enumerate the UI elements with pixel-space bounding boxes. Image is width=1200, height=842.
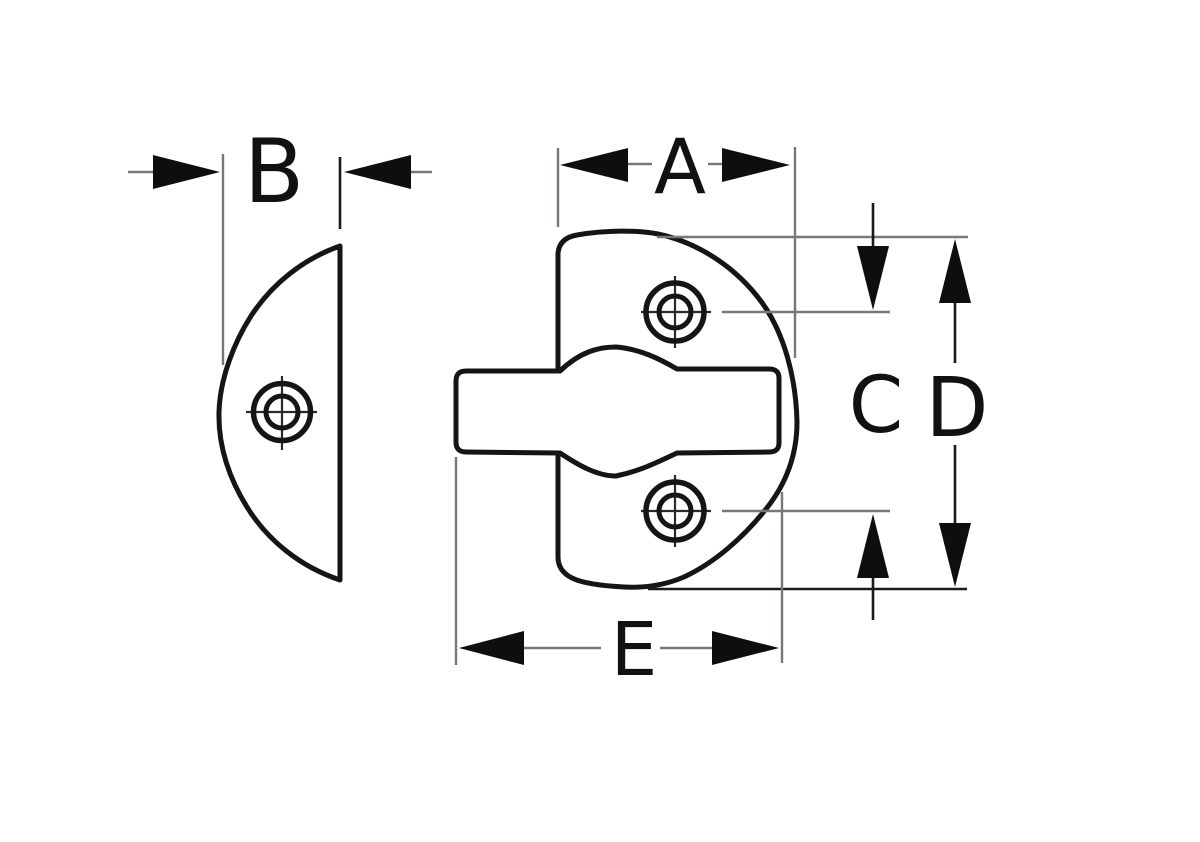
front-top-screw-target-icon <box>641 276 711 348</box>
screw-hole-outer-ring <box>250 380 314 444</box>
dimension-d: D <box>925 239 989 587</box>
dim-d-top-arrow-icon <box>939 239 971 303</box>
dimension-e: E <box>454 457 784 693</box>
screw-hole-inner-ring <box>656 293 694 331</box>
dim-c-bottom-arrow-icon <box>857 514 889 578</box>
dimension-b: B <box>128 120 432 365</box>
dimension-c-d-extensions <box>648 235 968 591</box>
dim-e-label: E <box>611 607 658 693</box>
screw-hole-outer-ring <box>643 280 707 344</box>
screw-hole-outer-ring <box>643 479 707 543</box>
dim-b-left-arrow-icon <box>153 155 220 189</box>
dim-c-label: C <box>849 361 903 451</box>
dim-e-left-arrow-icon <box>459 631 524 665</box>
dim-c-top-arrow-icon <box>857 246 889 310</box>
dim-e-right-arrow-icon <box>712 631 779 665</box>
screw-hole-inner-ring <box>656 492 694 530</box>
dimension-a: A <box>556 122 797 358</box>
front-view <box>453 228 800 590</box>
dim-d-label: D <box>925 361 988 456</box>
screw-hole-inner-ring <box>263 393 301 431</box>
dim-a-left-arrow-icon <box>560 148 628 182</box>
dim-a-right-arrow-icon <box>722 148 790 182</box>
dim-b-label: B <box>244 120 304 223</box>
dim-a-label: A <box>654 122 706 211</box>
side-view <box>216 243 343 583</box>
button-bar-outline <box>453 344 782 479</box>
side-view-screw-target-icon <box>246 376 317 450</box>
dimension-c: C <box>849 203 903 620</box>
dim-b-right-arrow-icon <box>344 155 411 189</box>
dim-d-bottom-arrow-icon <box>939 523 971 587</box>
front-bottom-screw-target-icon <box>641 475 711 547</box>
